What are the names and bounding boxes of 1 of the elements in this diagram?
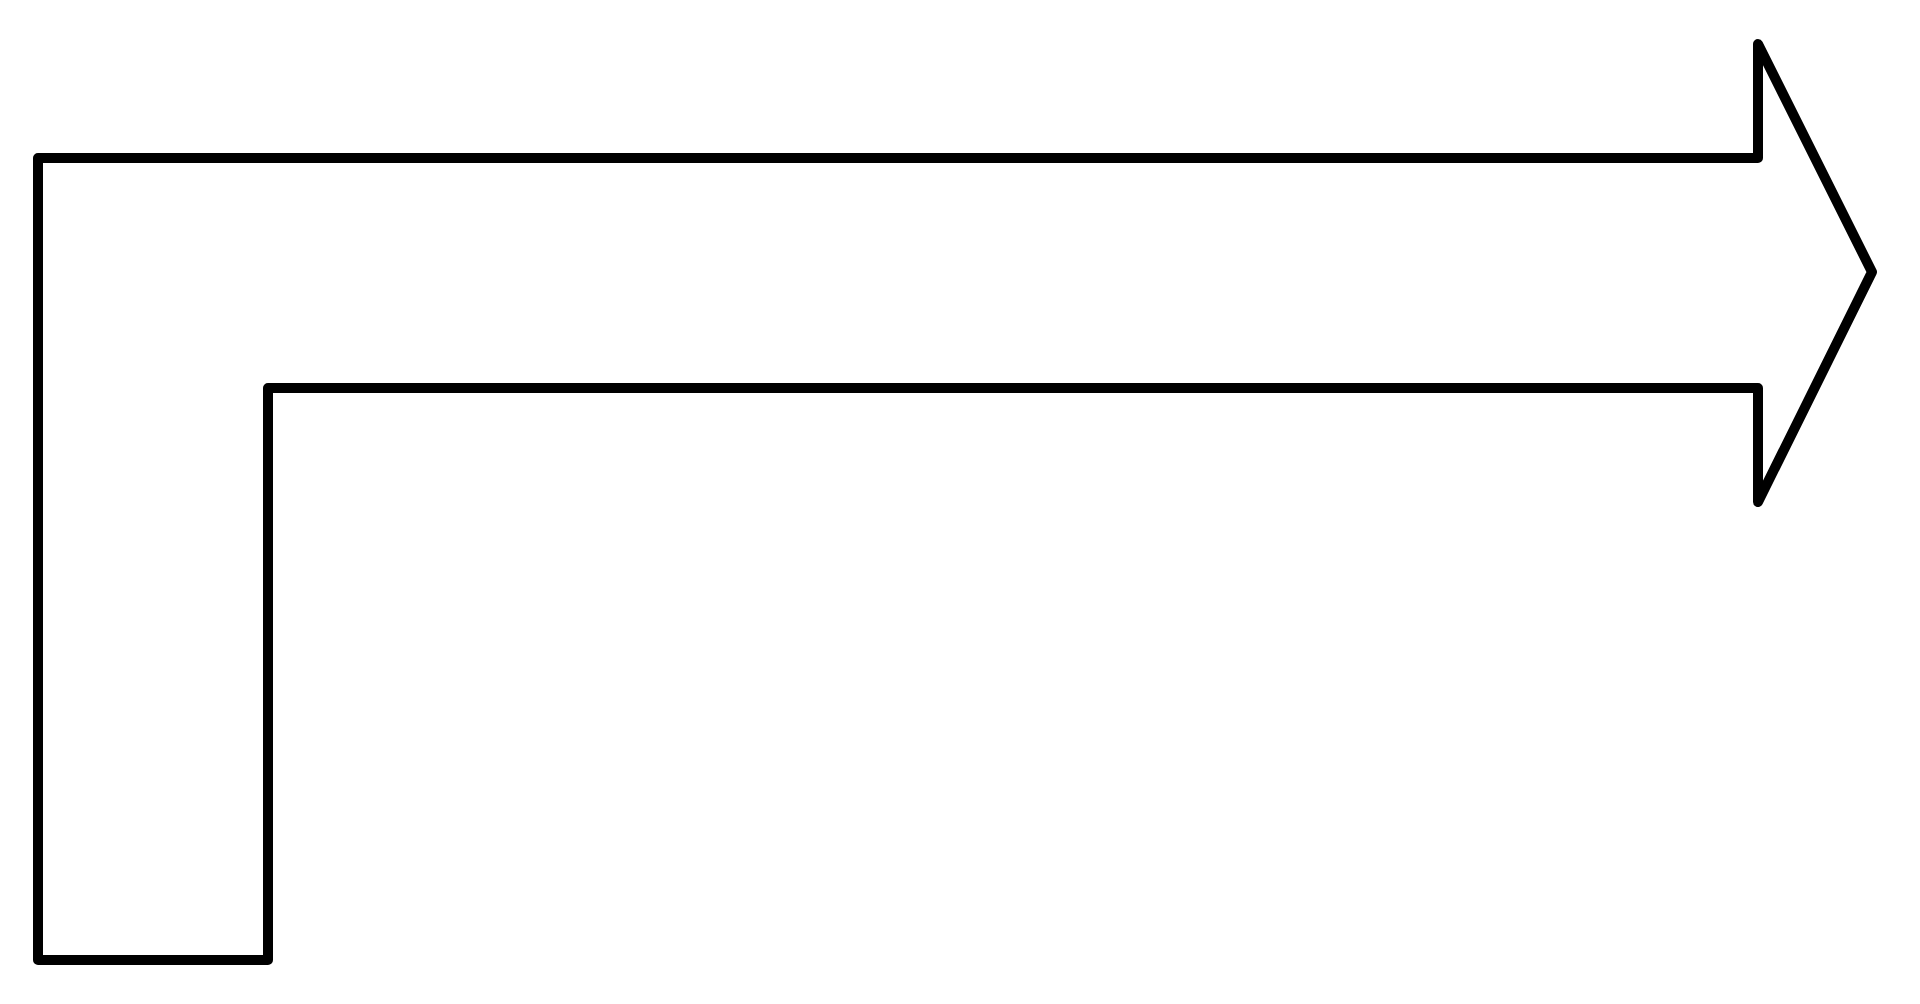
bent-arrow-shape — [28, 34, 1882, 970]
